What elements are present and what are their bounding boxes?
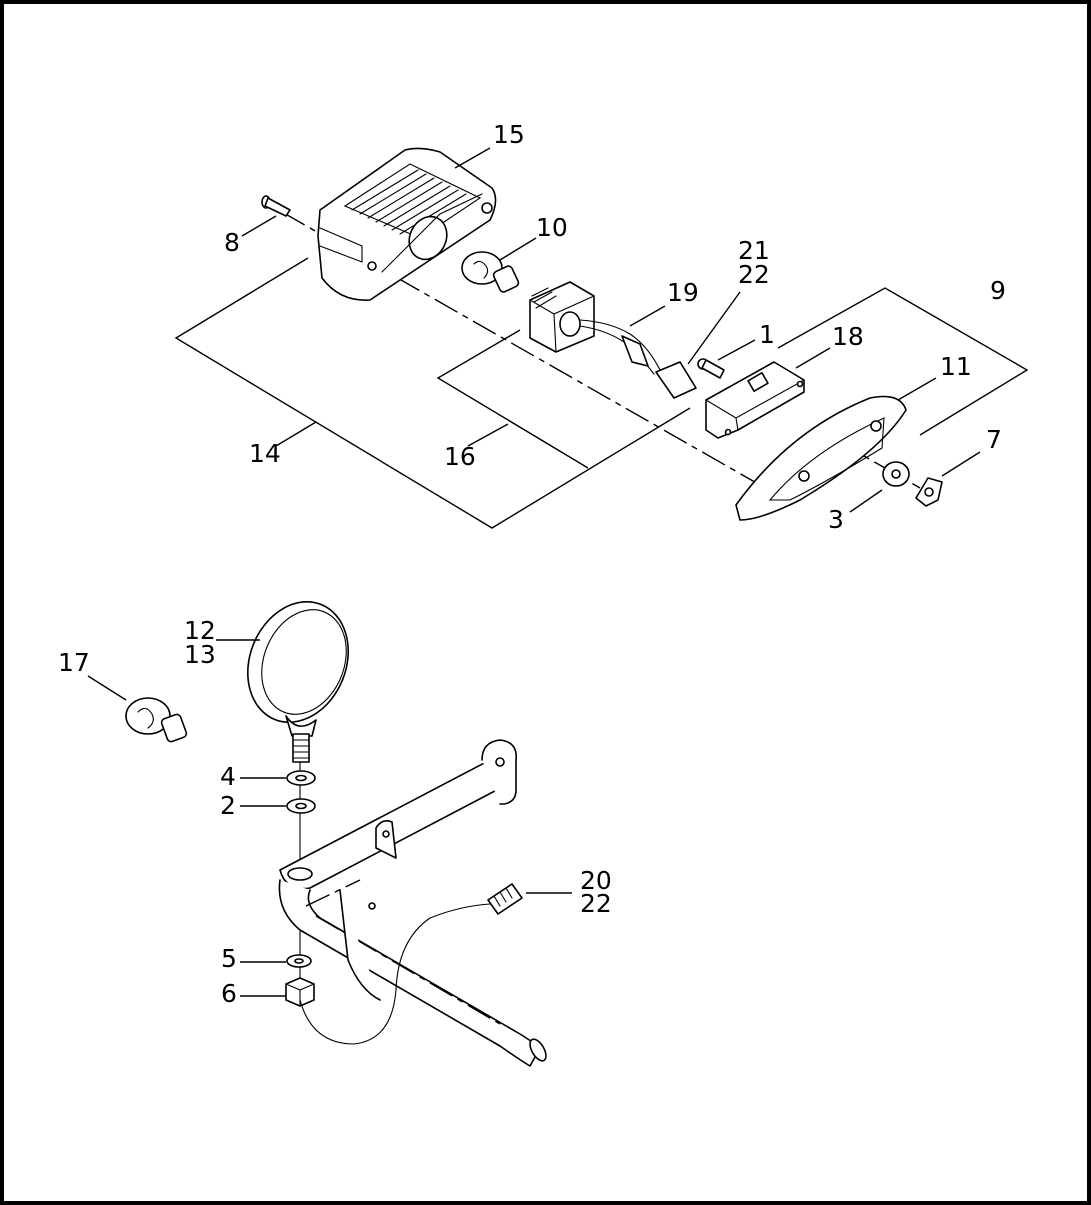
- harness-wire: [299, 903, 491, 1045]
- leader-11: [897, 377, 937, 401]
- callout-18: 18: [832, 322, 864, 351]
- leader-8: [241, 215, 277, 237]
- washer-4: [286, 770, 316, 786]
- callout-19: 19: [667, 278, 699, 307]
- callout-13: 13: [184, 640, 216, 669]
- leader-17: [87, 675, 127, 701]
- callout-17: 17: [58, 648, 90, 677]
- bracket-14: [174, 257, 691, 529]
- callout-12: 12: [184, 616, 216, 645]
- leader-19: [629, 305, 666, 327]
- callout-20: 20: [580, 866, 612, 895]
- leader-21-22: [687, 291, 741, 365]
- leader-7: [941, 451, 981, 477]
- callout-6: 6: [221, 979, 237, 1008]
- callout-7: 7: [986, 425, 1002, 454]
- bulb-17: [125, 697, 188, 743]
- nut-6: [285, 977, 315, 1007]
- bracket-16: [436, 329, 589, 469]
- leader-15: [454, 147, 491, 169]
- callout-3: 3: [828, 505, 844, 534]
- leader-14: [275, 421, 317, 447]
- lamp-housing: [317, 147, 497, 301]
- callout-14: 14: [249, 439, 281, 468]
- bracket-9: [777, 287, 1029, 436]
- screw-8: [261, 195, 291, 217]
- bulb-10: [461, 251, 520, 293]
- callout-22-bottom: 22: [580, 889, 612, 918]
- screw-1: [697, 358, 725, 379]
- callout-8: 8: [224, 228, 240, 257]
- mounting-bar: [278, 739, 547, 1067]
- leader-1: [717, 339, 756, 361]
- callout-21: 21: [738, 236, 770, 265]
- callout-22-top: 22: [738, 260, 770, 289]
- socket-19: [529, 281, 697, 399]
- leader-16: [467, 423, 509, 447]
- callout-10: 10: [536, 213, 568, 242]
- nut-7: [915, 477, 943, 507]
- lens-11: [735, 395, 907, 521]
- callout-1: 1: [759, 320, 775, 349]
- leader-18: [795, 347, 831, 369]
- connector-20-22: [487, 883, 523, 915]
- callout-9: 9: [990, 276, 1006, 305]
- washer-3: [882, 461, 910, 487]
- leader-10: [499, 237, 537, 261]
- leader-3: [849, 489, 883, 513]
- bracket-18: [705, 361, 805, 439]
- callout-15: 15: [493, 120, 525, 149]
- washer-2: [286, 798, 316, 814]
- washer-5: [286, 954, 312, 968]
- marker-lamp-12-13: [246, 600, 350, 763]
- callout-11: 11: [940, 352, 972, 381]
- callout-16: 16: [444, 442, 476, 471]
- callout-4: 4: [220, 762, 236, 791]
- callout-2: 2: [220, 791, 236, 820]
- callout-5: 5: [221, 944, 237, 973]
